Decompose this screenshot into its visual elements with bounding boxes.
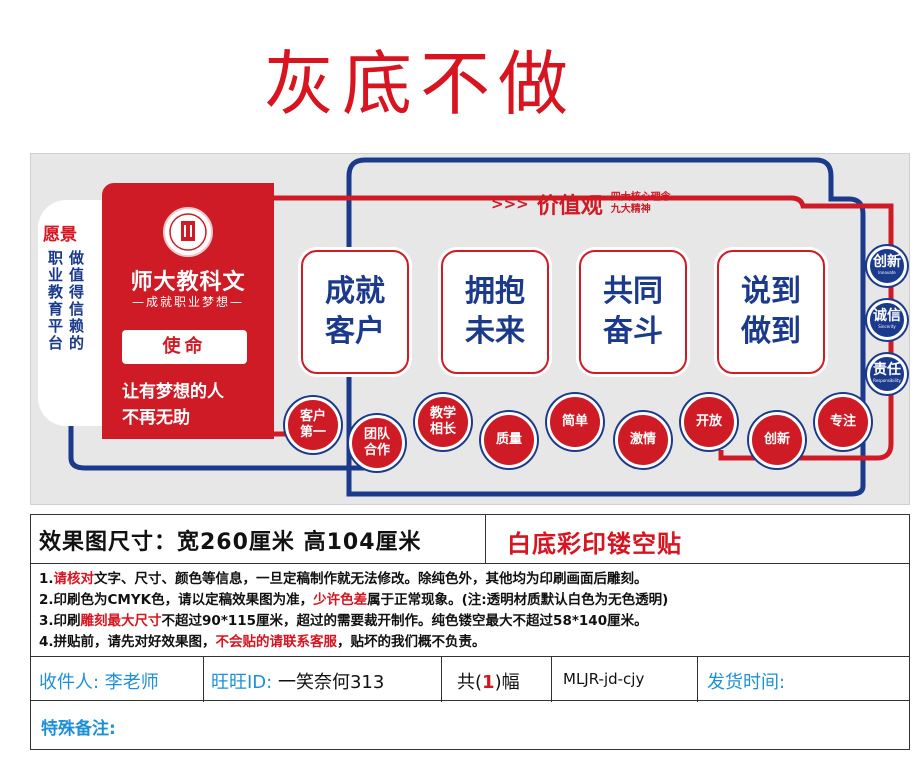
- mission-line-2: 不再无助: [122, 408, 190, 428]
- spirit-line1: 激情: [629, 432, 656, 447]
- notes-block: 1.请核对文字、尺寸、颜色等信息，一旦定稿制作就无法修改。除纯色外，其他均为印刷…: [39, 569, 668, 653]
- note-text: 2.印刷色为CMYK色，请以定稿效果图为准，: [39, 592, 314, 608]
- mission-label: 使命: [122, 330, 247, 364]
- value-card-line2: 未来: [465, 314, 525, 349]
- divider: [441, 657, 442, 702]
- spirit-badge: 客户第一: [285, 397, 341, 453]
- note-3: 3.印刷雕刻最大尺寸不超过90*115厘米，超过的需要裁开制作。纯色镂空最大不超…: [39, 611, 668, 632]
- note-text: 4.拼贴前，请先对好效果图，: [39, 634, 216, 650]
- spirit-badge: 开放: [681, 394, 737, 450]
- wangwang-value: 一笑奈何313: [277, 672, 385, 693]
- value-card-line2: 奋斗: [603, 314, 663, 349]
- values-header: >>> 价值观 四大核心理念 九大精神: [491, 188, 671, 220]
- value-card-line2: 客户: [325, 314, 385, 349]
- value-card: 共同奋斗: [579, 250, 687, 374]
- value-card-line1: 成就: [325, 274, 385, 309]
- spirit-badge: 团队合作: [349, 415, 405, 471]
- recipient: 收件人: 李老师: [39, 672, 159, 693]
- side-badge-label: 责任: [873, 362, 901, 378]
- values-title: 价值观: [536, 194, 603, 219]
- mission-line-1: 让有梦想的人: [122, 382, 224, 402]
- spirit-line1: 简单: [561, 414, 588, 429]
- spirit-line2: 相长: [429, 422, 456, 437]
- values-subtitle: 四大核心理念 九大精神: [611, 192, 671, 216]
- divider: [551, 657, 552, 702]
- spirit-badge: 激情: [615, 412, 671, 468]
- brand-logo: [163, 207, 213, 257]
- vision-text-col2: 做值得信赖的: [67, 250, 85, 352]
- note-highlight: 雕刻最大尺寸: [80, 613, 162, 629]
- spirit-badge: 创新: [749, 412, 805, 468]
- value-card-line2: 做到: [741, 314, 801, 349]
- note-text: 3.印刷: [39, 613, 81, 629]
- spirit-line1: 创新: [763, 432, 790, 447]
- value-card: 成就客户: [301, 250, 409, 374]
- side-badge-en: Innovate: [878, 270, 896, 275]
- spirit-line1: 教学: [429, 406, 456, 421]
- wangwang-label: 旺旺ID:: [211, 672, 273, 693]
- side-badge-en: Sincerity: [878, 324, 896, 329]
- vision-text-col1: 职业教育平台: [46, 250, 64, 352]
- qty-prefix: 共(: [457, 672, 483, 693]
- spirit-line1: 开放: [695, 414, 722, 429]
- mission-statement: 让有梦想的人 不再无助: [122, 379, 272, 431]
- note-4: 4.拼贴前，请先对好效果图，不会贴的请联系客服，贴坏的我们概不负责。: [39, 632, 668, 653]
- side-badge-label: 创新: [873, 254, 901, 270]
- divider: [203, 657, 204, 702]
- side-badge-label: 诚信: [873, 308, 901, 324]
- spirit-line1: 专注: [829, 414, 856, 429]
- note-highlight: 不会贴的请联系客服: [215, 634, 338, 650]
- qty-value: 1: [482, 672, 495, 693]
- note-text: 1.: [39, 571, 54, 587]
- side-badge-en: Responsibility: [873, 378, 901, 383]
- spirit-badge: 简单: [547, 394, 603, 450]
- print-type: 白底彩印镂空贴: [507, 530, 682, 558]
- size-label: 效果图尺寸：宽260厘米 高104厘米: [39, 530, 422, 555]
- design-preview-panel: 愿景 做值得信赖的 职业教育平台 师大教科文 —成就职业梦想— 使命 让有梦想的…: [30, 153, 910, 505]
- page-title: 灰底不做: [264, 43, 576, 125]
- order-code: MLJR-jd-cjy: [563, 670, 645, 688]
- note-text: 文字、尺寸、颜色等信息，一旦定稿制作就无法修改。除纯色外，其他均为印刷画面后雕刻…: [94, 571, 648, 587]
- divider: [485, 515, 486, 564]
- spirit-badge: 专注: [815, 394, 871, 450]
- values-sub-line2: 九大精神: [610, 204, 651, 215]
- note-2: 2.印刷色为CMYK色，请以定稿效果图为准，少许色差属于正常现象。(注:透明材质…: [39, 590, 668, 611]
- values-sub-line1: 四大核心理念: [610, 192, 671, 203]
- value-card-line1: 拥抱: [465, 274, 525, 309]
- quantity: 共(1)幅: [457, 668, 520, 694]
- spirit-line1: 客户: [299, 409, 326, 424]
- wangwang-id: 旺旺ID: 一笑奈何313: [211, 668, 384, 694]
- size-row: 效果图尺寸：宽260厘米 高104厘米 白底彩印镂空贴: [31, 515, 909, 564]
- spirit-badge: 教学相长: [415, 394, 471, 450]
- mission-card: 师大教科文 —成就职业梦想— 使命 让有梦想的人 不再无助: [102, 183, 274, 439]
- note-1: 1.请核对文字、尺寸、颜色等信息，一旦定稿制作就无法修改。除纯色外，其他均为印刷…: [39, 569, 668, 590]
- value-card: 说到做到: [717, 250, 825, 374]
- order-info-table: 效果图尺寸：宽260厘米 高104厘米 白底彩印镂空贴 1.请核对文字、尺寸、颜…: [30, 514, 910, 750]
- ship-time: 发货时间:: [707, 672, 786, 693]
- spirit-line1: 团队: [363, 427, 390, 442]
- spirit-line1: 质量: [495, 432, 522, 447]
- note-text: 属于正常现象。(注:透明材质默认白色为无色透明): [367, 592, 669, 608]
- brand-slogan: —成就职业梦想—: [131, 295, 244, 309]
- divider: [697, 657, 698, 702]
- value-card-line1: 共同: [603, 274, 663, 309]
- qty-suffix: )幅: [494, 672, 520, 693]
- vision-title: 愿景: [43, 225, 77, 245]
- note-text: 不超过90*115厘米，超过的需要裁开制作。纯色镂空最大不超过58*140厘米。: [161, 613, 648, 629]
- note-highlight: 请核对: [53, 571, 95, 587]
- note-highlight: 少许色差: [313, 592, 368, 608]
- shipping-row: 收件人: 李老师 旺旺ID: 一笑奈何313 共(1)幅 MLJR-jd-cjy…: [31, 656, 909, 702]
- value-card: 拥抱未来: [441, 250, 549, 374]
- spirit-badge: 质量: [481, 412, 537, 468]
- note-text: ，贴坏的我们概不负责。: [337, 634, 486, 650]
- brand-name: 师大教科文: [130, 270, 246, 295]
- spirit-line2: 合作: [363, 443, 390, 458]
- value-card-line1: 说到: [741, 274, 801, 309]
- arrows-icon: >>>: [491, 195, 529, 213]
- special-note: 特殊备注:: [41, 719, 116, 739]
- spirit-line2: 第一: [299, 425, 326, 440]
